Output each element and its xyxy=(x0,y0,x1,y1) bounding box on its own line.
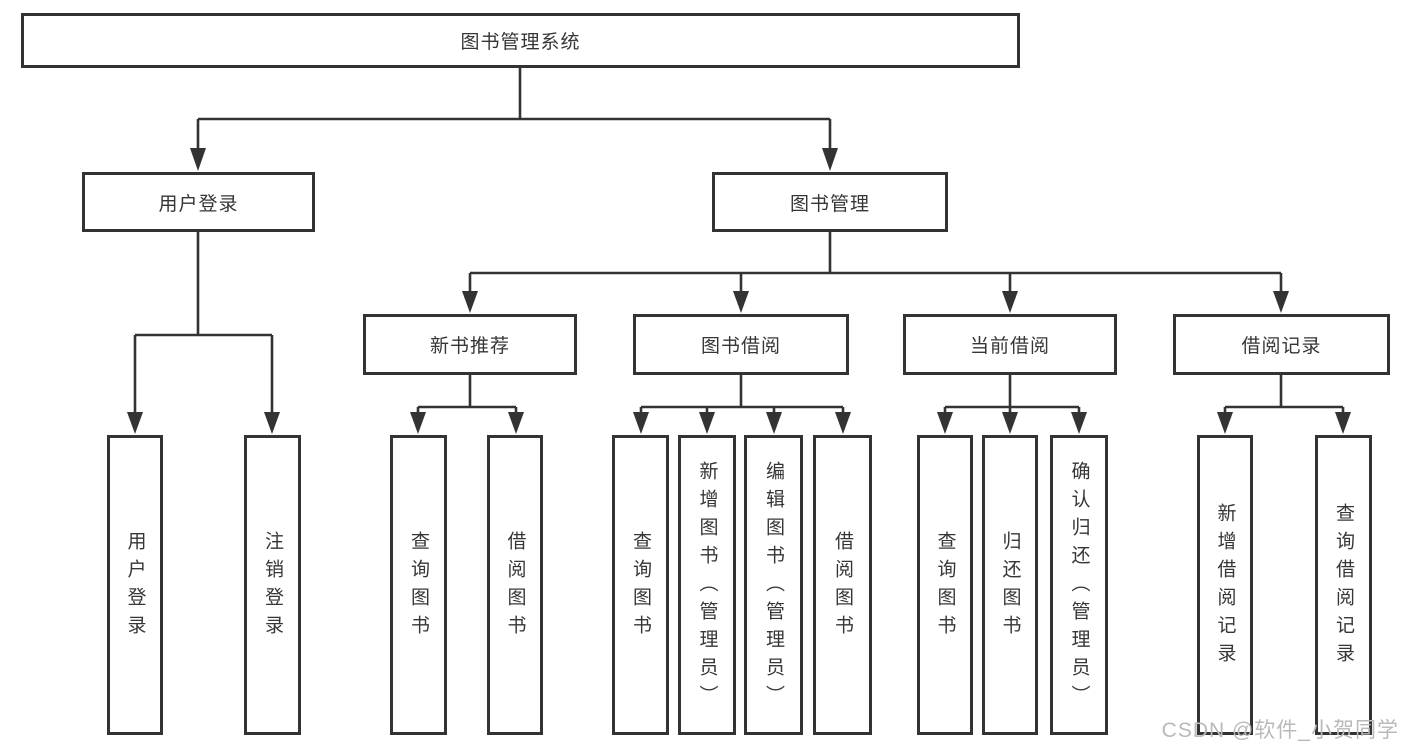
leaf-add-borrow-record: 新增借阅记录 xyxy=(1197,435,1253,735)
csdn-watermark: CSDN @软件_小贺同学 xyxy=(1161,719,1399,742)
leaf-query-book-recommend: 查询图书 xyxy=(390,435,447,735)
node-book-management: 图书管理 xyxy=(712,172,948,232)
leaf-query-book-borrow: 查询图书 xyxy=(612,435,669,735)
leaf-edit-book-admin: 编辑图书（管理员） xyxy=(744,435,803,735)
leaf-user-login: 用户登录 xyxy=(107,435,163,735)
leaf-query-book-current: 查询图书 xyxy=(917,435,973,735)
leaf-add-book-admin: 新增图书（管理员） xyxy=(678,435,736,735)
leaf-borrow-book-recommend: 借阅图书 xyxy=(487,435,543,735)
node-root-system: 图书管理系统 xyxy=(21,13,1020,68)
leaf-return-book: 归还图书 xyxy=(982,435,1038,735)
node-current-borrow: 当前借阅 xyxy=(903,314,1117,375)
node-borrow-record: 借阅记录 xyxy=(1173,314,1390,375)
node-user-login: 用户登录 xyxy=(82,172,315,232)
leaf-borrow-book: 借阅图书 xyxy=(813,435,872,735)
leaf-query-borrow-record: 查询借阅记录 xyxy=(1315,435,1372,735)
node-new-book-recommend: 新书推荐 xyxy=(363,314,577,375)
node-book-borrow: 图书借阅 xyxy=(633,314,849,375)
leaf-logout-login: 注销登录 xyxy=(244,435,301,735)
leaf-confirm-return-admin: 确认归还（管理员） xyxy=(1050,435,1108,735)
